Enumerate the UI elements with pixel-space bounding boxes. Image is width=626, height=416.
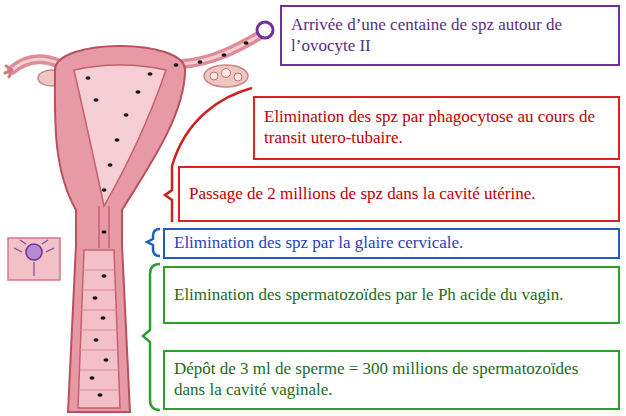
inset-figure: [8, 238, 60, 280]
text-column: Elimination des spz par la glaire cervic…: [174, 233, 463, 254]
text-box: Dépôt de 3 ml de sperme = 300 millions d…: [163, 350, 620, 410]
text-box: Arrivée d’une centaine de spz autour de …: [280, 5, 620, 66]
oocyte-marker: [257, 22, 273, 38]
text-column: Elimination des spz par phagocytose au c…: [264, 107, 609, 148]
blue-bracket: [147, 229, 160, 256]
text-column: Elimination des spermatozoïdes par le Ph…: [174, 285, 563, 306]
box-text: Elimination des spz par phagocytose au c…: [264, 107, 609, 148]
text-column: Passage de 2 millions de spz dans la cav…: [189, 184, 536, 205]
inset-sperm: [14, 240, 54, 276]
tube-lumen: [182, 34, 262, 64]
fallopian-tube: [182, 34, 262, 64]
tube-lumen: [12, 59, 60, 70]
box-text: Arrivée d’une centaine de spz autour de …: [291, 15, 609, 56]
follicle: [222, 69, 231, 78]
ovary: [204, 65, 248, 87]
text-box: Elimination des spz par la glaire cervic…: [163, 228, 620, 259]
fallopian-tube: [12, 59, 60, 70]
text-column: Arrivée d’une centaine de spz autour de …: [291, 15, 609, 56]
box-text: Elimination des spz par la glaire cervic…: [174, 233, 463, 254]
text-box: Elimination des spz par phagocytose au c…: [253, 96, 620, 160]
inset-oocyte: [26, 244, 42, 260]
text-box: Elimination des spermatozoïdes par le Ph…: [163, 266, 620, 324]
follicle: [234, 73, 242, 81]
box-text: Passage de 2 millions de spz dans la cav…: [189, 184, 536, 205]
cervical-canal: [99, 206, 109, 248]
text-column: Dépôt de 3 ml de sperme = 300 millions d…: [174, 359, 609, 400]
vaginal-cavity: [78, 250, 120, 408]
uterine-cavity: [74, 65, 166, 206]
text-box: Passage de 2 millions de spz dans la cav…: [178, 166, 620, 222]
box-text: Dépôt de 3 ml de sperme = 300 millions d…: [174, 359, 609, 400]
fimbriae: [5, 66, 12, 77]
green-bracket: [143, 264, 160, 410]
box-text: Elimination des spermatozoïdes par le Ph…: [174, 285, 563, 306]
vaginal-folds: [79, 270, 119, 390]
follicle: [210, 72, 218, 80]
